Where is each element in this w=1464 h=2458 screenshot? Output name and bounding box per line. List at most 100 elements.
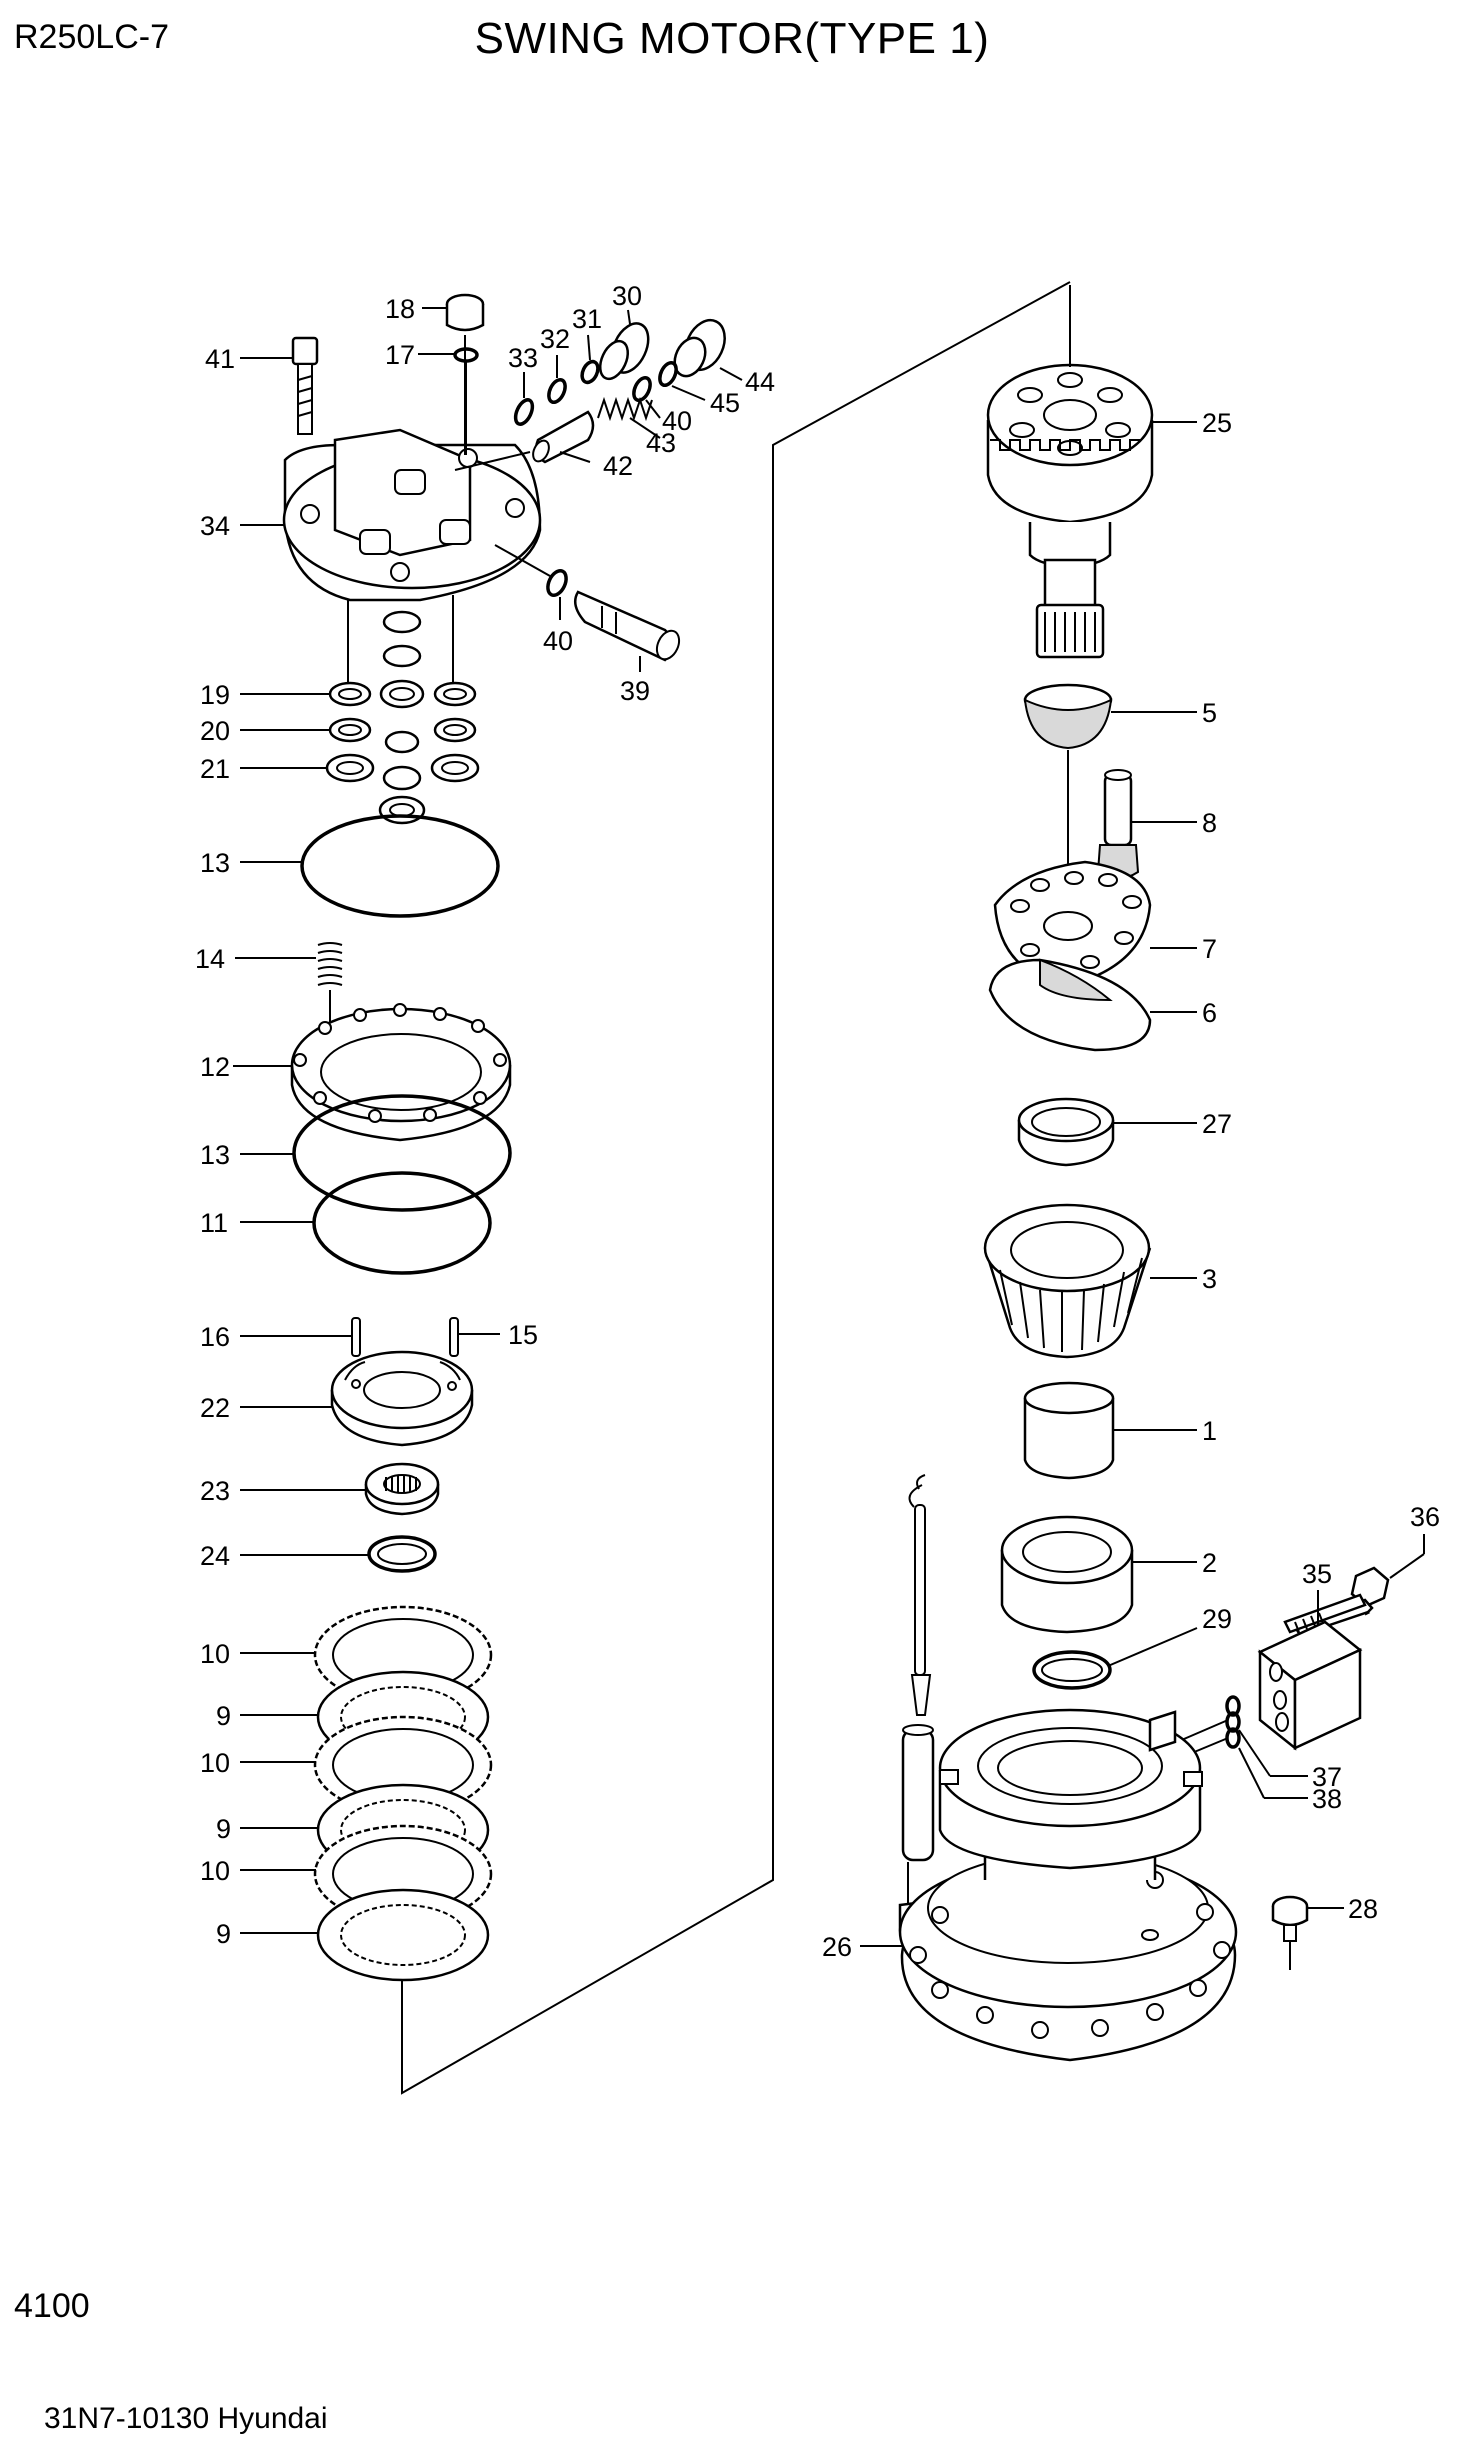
part-3-taper-roller-bearing bbox=[983, 1203, 1197, 1359]
part-26-level-gauge bbox=[860, 1474, 942, 1947]
callout-9-3: 9 bbox=[216, 1919, 231, 1949]
part-10-friction-plate-2 bbox=[240, 1715, 493, 1815]
callout-15: 15 bbox=[508, 1320, 538, 1350]
part-34-valve-housing bbox=[240, 428, 542, 602]
callout-32: 32 bbox=[540, 324, 570, 354]
part-12-brake-piston bbox=[233, 1003, 512, 1142]
part-20-seal-rings bbox=[240, 717, 477, 754]
divider-frame bbox=[401, 281, 1071, 2095]
callout-43: 43 bbox=[646, 428, 676, 458]
part-41-bolt bbox=[240, 336, 319, 435]
callout-45: 45 bbox=[710, 388, 740, 418]
page-title: SWING MOTOR(TYPE 1) bbox=[474, 14, 990, 63]
part-42-spool bbox=[454, 410, 595, 471]
part-29-snap-ring bbox=[1032, 1627, 1198, 1690]
part-11-o-ring bbox=[240, 1171, 492, 1275]
callout-21: 21 bbox=[200, 754, 230, 784]
part-6-shoe-plate bbox=[988, 958, 1197, 1052]
part-39-spool bbox=[573, 590, 681, 672]
callout-33: 33 bbox=[508, 343, 538, 373]
callout-41: 41 bbox=[205, 344, 235, 374]
callout-44: 44 bbox=[745, 367, 775, 397]
callout-12: 12 bbox=[200, 1052, 230, 1082]
callout-1: 1 bbox=[1202, 1416, 1217, 1446]
part-18-plug bbox=[422, 293, 485, 455]
callout-18: 18 bbox=[385, 294, 415, 324]
callout-29: 29 bbox=[1202, 1604, 1232, 1634]
part-40-o-ring-lower bbox=[494, 544, 568, 620]
part-8-piston-assy bbox=[1096, 769, 1197, 880]
callout-42: 42 bbox=[603, 451, 633, 481]
callout-26: 26 bbox=[822, 1932, 852, 1962]
callout-34: 34 bbox=[200, 511, 230, 541]
callout-11: 11 bbox=[200, 1208, 228, 1238]
callout-14: 14 bbox=[195, 944, 225, 974]
part-31-o-ring bbox=[580, 334, 600, 385]
callout-27: 27 bbox=[1202, 1109, 1232, 1139]
callout-36: 36 bbox=[1410, 1502, 1440, 1532]
callout-17: 17 bbox=[385, 340, 415, 370]
part-23-bearing bbox=[240, 1462, 440, 1516]
callout-19: 19 bbox=[200, 680, 230, 710]
part-44-fitting bbox=[673, 318, 743, 381]
part-33-o-ring bbox=[513, 372, 535, 426]
part-22-valve-plate bbox=[240, 1350, 474, 1447]
callout-24: 24 bbox=[200, 1541, 230, 1571]
part-5-spherical-bush bbox=[1023, 683, 1197, 935]
callout-28: 28 bbox=[1348, 1894, 1378, 1924]
callout-10-2: 10 bbox=[200, 1748, 230, 1778]
callout-3: 3 bbox=[1202, 1264, 1217, 1294]
part-40-o-ring-upper bbox=[632, 375, 661, 419]
motor-casing-housing bbox=[898, 1708, 1238, 2062]
callout-40-upper: 40 bbox=[662, 406, 692, 436]
part-16-pin bbox=[240, 1317, 361, 1357]
part-9-steel-plate-3 bbox=[240, 1888, 490, 1982]
callout-13-upper: 13 bbox=[200, 848, 230, 878]
part-32-o-ring bbox=[547, 355, 567, 405]
callout-40-lower: 40 bbox=[543, 626, 573, 656]
callout-37: 37 bbox=[1312, 1762, 1342, 1792]
callout-20: 20 bbox=[200, 716, 230, 746]
callout-16: 16 bbox=[200, 1322, 230, 1352]
callout-38: 38 bbox=[1312, 1784, 1342, 1814]
callout-9-1: 9 bbox=[216, 1701, 231, 1731]
part-24-snap-ring bbox=[240, 1535, 437, 1573]
callout-31: 31 bbox=[572, 304, 602, 334]
part-13-o-ring-upper bbox=[240, 814, 500, 918]
callout-35: 35 bbox=[1302, 1559, 1332, 1589]
part-37-o-ring bbox=[1225, 1695, 1308, 1777]
catalog-reference: 31N7-10130 Hyundai bbox=[44, 2402, 328, 2435]
part-45-o-ring bbox=[658, 360, 706, 401]
callout-7: 7 bbox=[1202, 934, 1217, 964]
part-2-ring bbox=[1000, 1515, 1197, 1634]
part-19-seal-rings bbox=[240, 595, 477, 709]
callout-10-3: 10 bbox=[200, 1856, 230, 1886]
part-15-pin bbox=[449, 1317, 500, 1357]
part-7-retainer-plate bbox=[993, 860, 1197, 987]
callout-13-lower: 13 bbox=[200, 1140, 230, 1170]
callout-25: 25 bbox=[1202, 408, 1232, 438]
callout-2: 2 bbox=[1202, 1548, 1217, 1578]
callout-5: 5 bbox=[1202, 698, 1217, 728]
callout-9-2: 9 bbox=[216, 1814, 231, 1844]
callout-labels: 41 18 17 33 32 31 30 44 45 40 43 42 34 4… bbox=[195, 281, 1440, 1962]
model-code: R250LC-7 bbox=[14, 18, 169, 56]
part-35-relief-valve-block bbox=[1257, 1590, 1363, 1751]
part-30-fitting bbox=[598, 309, 650, 381]
callout-22: 22 bbox=[200, 1393, 230, 1423]
part-25-cylinder-block bbox=[986, 285, 1197, 659]
part-27-bush bbox=[1017, 1097, 1197, 1167]
part-28-plug bbox=[1271, 1895, 1344, 1970]
part-13-o-ring-lower bbox=[240, 1094, 512, 1212]
callout-39: 39 bbox=[620, 676, 650, 706]
part-14-spring bbox=[235, 942, 343, 1025]
callout-8: 8 bbox=[1202, 808, 1217, 838]
part-21-seal-rings bbox=[240, 753, 480, 825]
callout-23: 23 bbox=[200, 1476, 230, 1506]
callout-10-1: 10 bbox=[200, 1639, 230, 1669]
part-17-o-ring bbox=[418, 347, 479, 455]
part-1-sleeve bbox=[1023, 1381, 1197, 1480]
callout-30: 30 bbox=[612, 281, 642, 311]
callout-6: 6 bbox=[1202, 998, 1217, 1028]
